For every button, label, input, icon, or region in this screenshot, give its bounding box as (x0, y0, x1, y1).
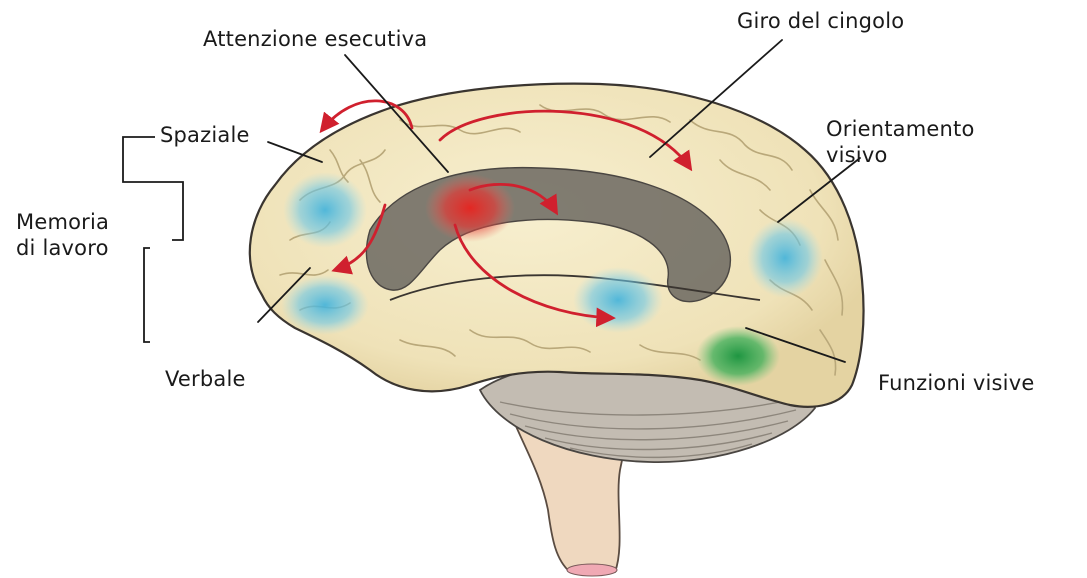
label-orientamento-line2: visivo (826, 142, 975, 168)
label-giro-del-cingolo: Giro del cingolo (737, 8, 904, 34)
label-memoria-line1: Memoria (16, 209, 109, 235)
label-orientamento-line1: Orientamento (826, 116, 975, 142)
bracket-lower (144, 248, 150, 342)
label-orientamento-visivo: Orientamento visivo (826, 116, 975, 169)
blue-activation-spot-orientation (747, 218, 823, 298)
label-memoria-line2: di lavoro (16, 235, 109, 261)
label-spaziale: Spaziale (160, 122, 250, 148)
blue-activation-spot-temporal (573, 267, 663, 333)
label-attenzione-esecutiva: Attenzione esecutiva (203, 26, 427, 52)
label-memoria-di-lavoro: Memoria di lavoro (16, 209, 109, 262)
label-funzioni-visive: Funzioni visive (878, 370, 1034, 396)
brainstem-tip (567, 564, 617, 576)
memory-bracket (123, 137, 183, 342)
blue-activation-spot-spatial (283, 172, 367, 248)
bracket-upper (123, 137, 183, 240)
label-verbale: Verbale (165, 366, 246, 392)
